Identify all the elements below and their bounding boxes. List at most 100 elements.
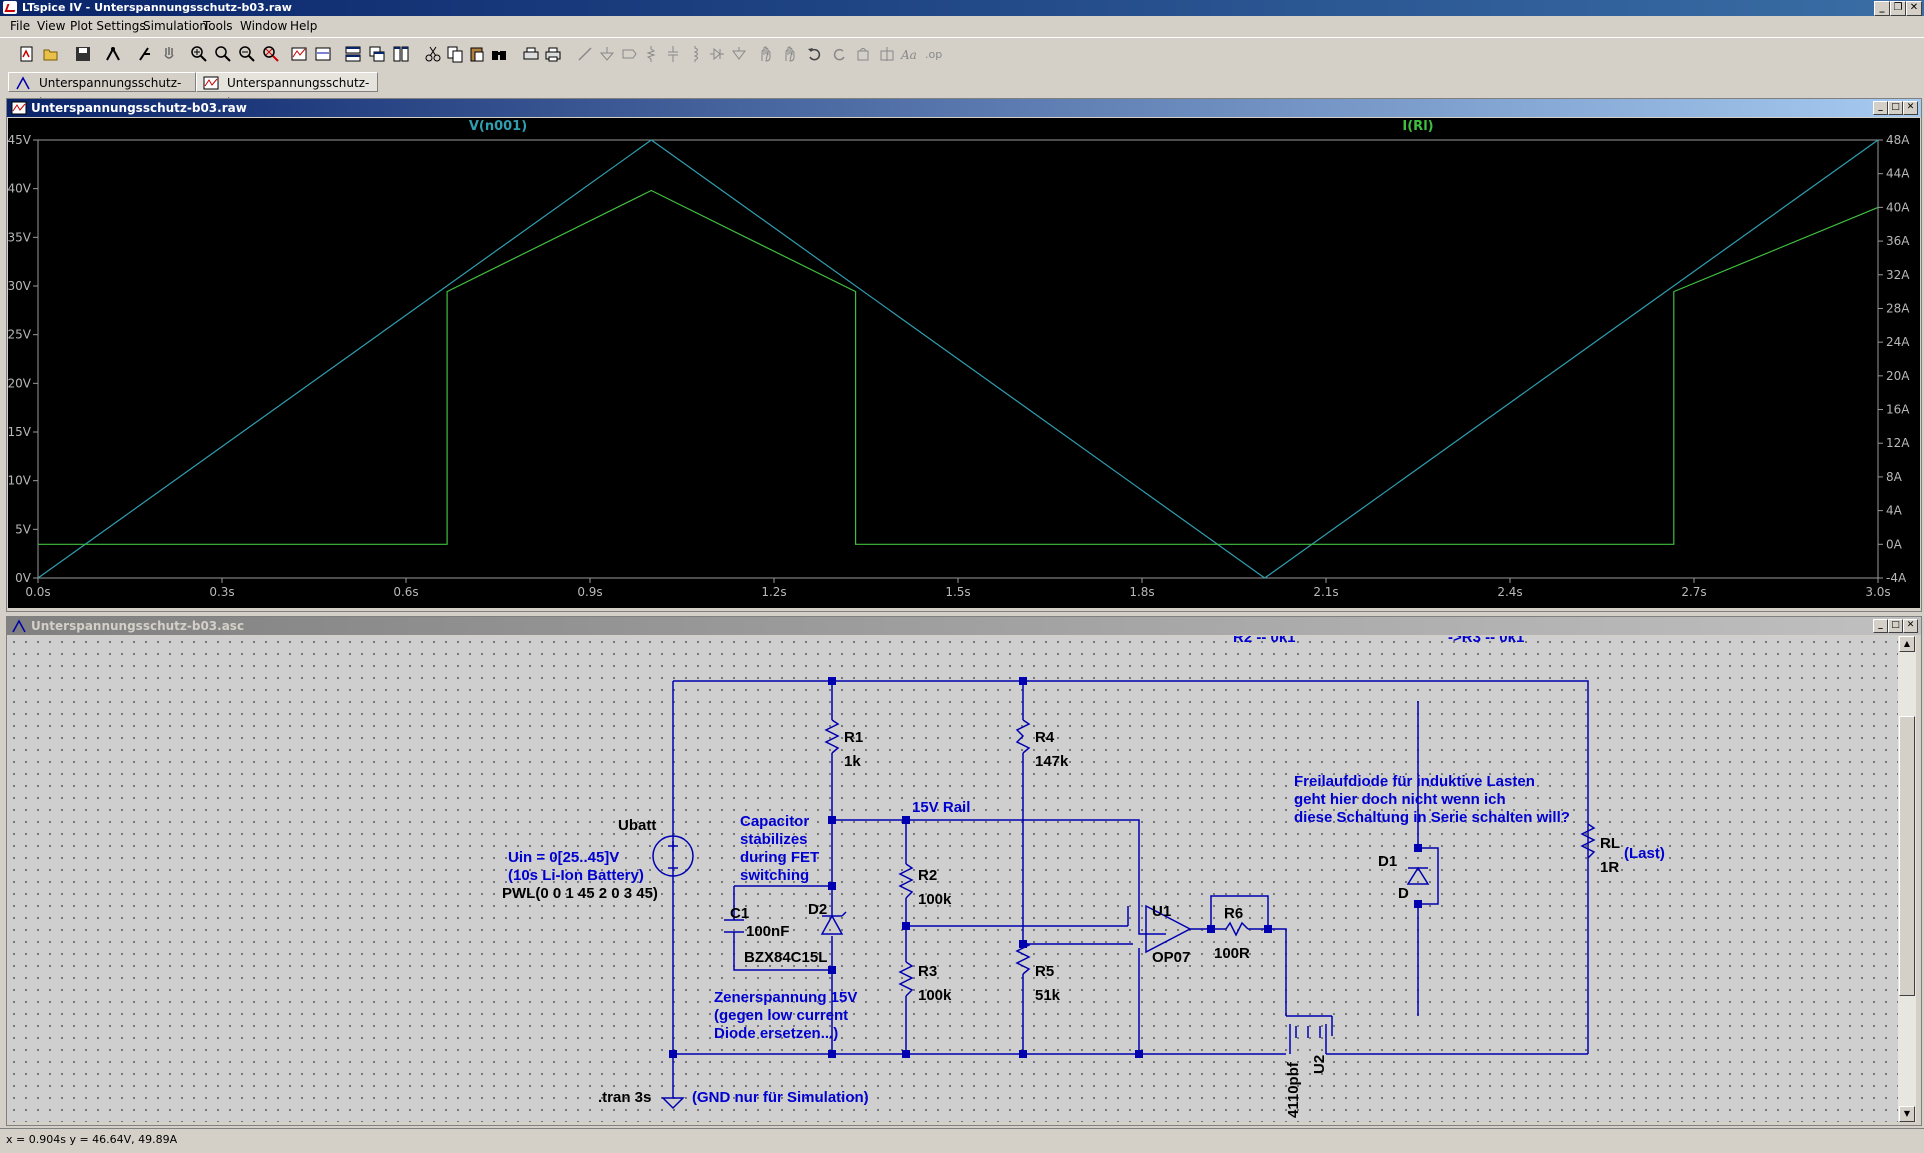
drag-icon[interactable] (780, 45, 798, 63)
sch-zener-note-2: (gegen low current (714, 1007, 848, 1024)
minimize-button[interactable]: _ (1874, 1, 1890, 16)
schematic-vertical-scrollbar[interactable]: ▲ ▼ (1898, 636, 1916, 1122)
run-icon[interactable] (136, 45, 154, 63)
spice-directive-icon[interactable]: .op (924, 45, 942, 63)
waveform-minimize-button[interactable]: _ (1873, 101, 1888, 115)
sch-u2: U2 (1311, 1055, 1328, 1074)
x-tick-label: 2.7s (1681, 585, 1706, 599)
copy-icon[interactable] (446, 45, 464, 63)
menu-help[interactable]: Help (290, 19, 318, 33)
menu-file[interactable]: File (10, 19, 31, 33)
mirror-icon[interactable] (878, 45, 896, 63)
schematic-window-title: Unterspannungsschutz-b03.asc (31, 619, 245, 633)
tab-waveform[interactable]: Unterspannungsschutz-b03.raw (196, 72, 378, 110)
autorange-icon[interactable] (290, 45, 308, 63)
schematic-icon (16, 76, 30, 90)
control-panel-icon[interactable] (104, 45, 122, 63)
schematic-minimize-button[interactable]: _ (1873, 619, 1888, 633)
y-right-tick-label: 24A (1886, 335, 1910, 349)
y-right-tick-label: 12A (1886, 436, 1910, 450)
scroll-up-button[interactable]: ▲ (1899, 636, 1915, 652)
zoom-fit-icon[interactable] (262, 45, 280, 63)
y-left-tick-label: 5V (15, 522, 32, 536)
menu-view[interactable]: View (37, 19, 66, 33)
find-icon[interactable] (490, 45, 508, 63)
x-tick-label: 2.4s (1497, 585, 1522, 599)
zoom-in-icon[interactable] (190, 45, 208, 63)
scroll-down-button[interactable]: ▼ (1899, 1106, 1915, 1122)
resistor-symbols (652, 719, 1596, 997)
sch-u1: U1 (1152, 903, 1171, 920)
menu-tools[interactable]: Tools (203, 19, 233, 33)
waveform-close-button[interactable]: ✕ (1903, 101, 1918, 115)
redo-icon[interactable] (830, 45, 848, 63)
schematic-maximize-button[interactable]: □ (1888, 619, 1903, 633)
scroll-thumb[interactable] (1899, 716, 1915, 996)
component-icon[interactable] (730, 45, 748, 63)
y-left-tick-label: 30V (8, 279, 32, 293)
menu-window[interactable]: Window (240, 19, 288, 33)
zoom-pan-icon[interactable] (214, 45, 232, 63)
menu-bar: File View Plot Settings Simulation Tools… (0, 16, 1924, 36)
zoom-out-icon[interactable] (238, 45, 256, 63)
undo-icon[interactable] (806, 45, 824, 63)
trace-irl (38, 189, 1879, 545)
waveform-window-title: Unterspannungsschutz-b03.raw (31, 101, 247, 115)
status-bar: x = 0.904s y = 46.64V, 49.89A (0, 1128, 1924, 1153)
sch-r1: R1 (844, 729, 863, 746)
ground-icon[interactable] (598, 45, 616, 63)
y-right-tick-label: 20A (1886, 369, 1910, 383)
print-icon[interactable] (544, 45, 562, 63)
open-icon[interactable] (42, 45, 60, 63)
sch-d2-value: BZX84C15L (744, 949, 827, 966)
tile-vertical-icon[interactable] (392, 45, 410, 63)
capacitor-icon[interactable] (664, 45, 682, 63)
x-tick-label: 1.8s (1129, 585, 1154, 599)
menu-plot-settings[interactable]: Plot Settings (70, 19, 146, 33)
sch-tran: .tran 3s (598, 1089, 651, 1106)
sch-r2: R2 (918, 867, 937, 884)
cascade-icon[interactable] (368, 45, 386, 63)
schematic-canvas[interactable]: R2 -- 0k1 ->R3 -- 0k1 Uin = 0[25..45]V (… (8, 636, 1898, 1122)
sch-r6: R6 (1224, 905, 1243, 922)
x-tick-label: 1.5s (945, 585, 970, 599)
waveform-maximize-button[interactable]: □ (1888, 101, 1903, 115)
rotate-icon[interactable] (854, 45, 872, 63)
sch-cap-note-2: stabilizes (740, 831, 808, 848)
menu-simulation[interactable]: Simulation (143, 19, 207, 33)
sch-rail-label: 15V Rail (912, 799, 970, 816)
save-icon[interactable] (74, 45, 92, 63)
resistor-icon[interactable] (642, 45, 660, 63)
sch-free-note-2: geht hier doch nicht wenn ich (1294, 791, 1506, 808)
sch-zener-note-3: Diode ersetzen...) (714, 1025, 838, 1042)
halt-icon[interactable] (160, 45, 178, 63)
sch-c1: C1 (730, 905, 749, 922)
wire-icon[interactable] (576, 45, 594, 63)
tab-schematic[interactable]: Unterspannungsschutz-b03.asc (8, 72, 196, 110)
y-left-tick-label: 15V (8, 425, 32, 439)
autorange-y-icon[interactable] (314, 45, 332, 63)
y-right-tick-label: 32A (1886, 268, 1910, 282)
sch-pwl: PWL(0 0 1 45 2 0 3 45) (502, 885, 658, 902)
print-setup-icon[interactable] (522, 45, 540, 63)
sch-battery: (10s Li-Ion Battery) (508, 867, 644, 884)
schematic-close-button[interactable]: ✕ (1903, 619, 1918, 633)
restore-button[interactable]: ❐ (1890, 1, 1906, 16)
y-right-tick-label: 48A (1886, 133, 1910, 147)
cut-icon[interactable] (424, 45, 442, 63)
label-icon[interactable] (620, 45, 638, 63)
inductor-icon[interactable] (686, 45, 704, 63)
sch-last-note: (Last) (1624, 845, 1665, 862)
diode-icon[interactable] (708, 45, 726, 63)
y-right-tick-label: 28A (1886, 301, 1910, 315)
paste-icon[interactable] (468, 45, 486, 63)
text-icon[interactable]: Aa (900, 45, 918, 63)
tile-horizontal-icon[interactable] (344, 45, 362, 63)
new-schematic-icon[interactable] (18, 45, 36, 63)
close-button[interactable]: ✕ (1906, 1, 1922, 16)
move-icon[interactable] (756, 45, 774, 63)
sch-free-note-3: diese Schaltung in Serie schalten will? (1294, 809, 1570, 826)
sch-uin: Uin = 0[25..45]V (508, 849, 619, 866)
